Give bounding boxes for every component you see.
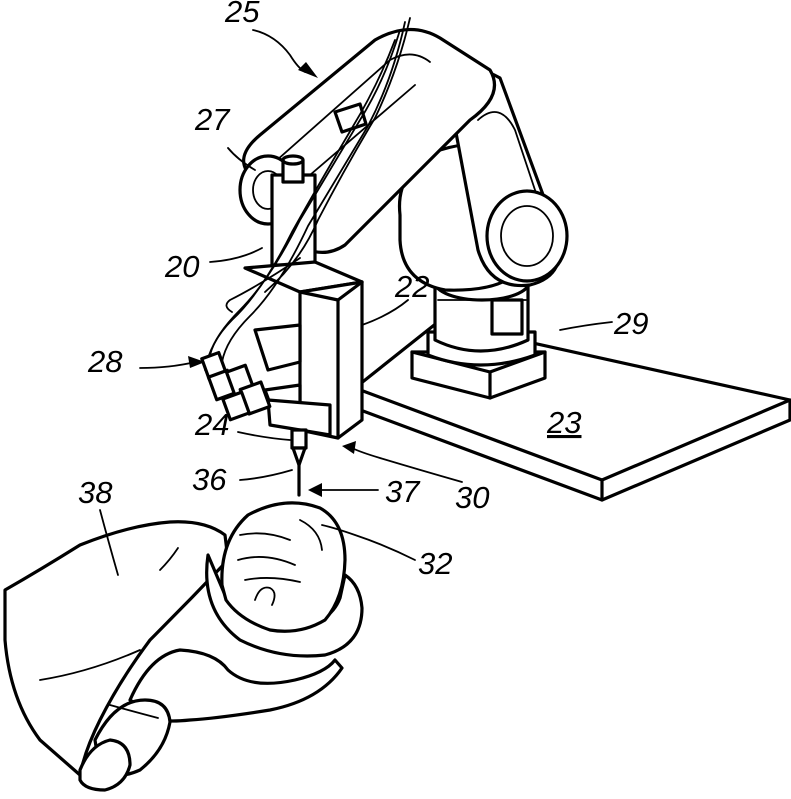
label-head: 32	[418, 546, 452, 581]
label-mount-bracket: 20	[164, 249, 199, 284]
needle-assembly	[268, 400, 330, 495]
label-needle-holder: 24	[194, 407, 229, 442]
head	[222, 503, 345, 631]
label-tool-housing: 22	[394, 269, 429, 304]
label-base-pedestal: 29	[613, 306, 648, 341]
label-robot-arm: 25	[224, 0, 260, 29]
label-base-plate: 23	[546, 405, 581, 440]
label-cable-connectors: 28	[87, 344, 123, 379]
label-patient-body: 38	[78, 475, 113, 510]
label-needle-tip: 37	[385, 474, 421, 509]
label-upper-arm-link: 27	[194, 102, 231, 137]
label-needle: 36	[192, 462, 227, 497]
label-end-effector: 30	[455, 480, 489, 515]
